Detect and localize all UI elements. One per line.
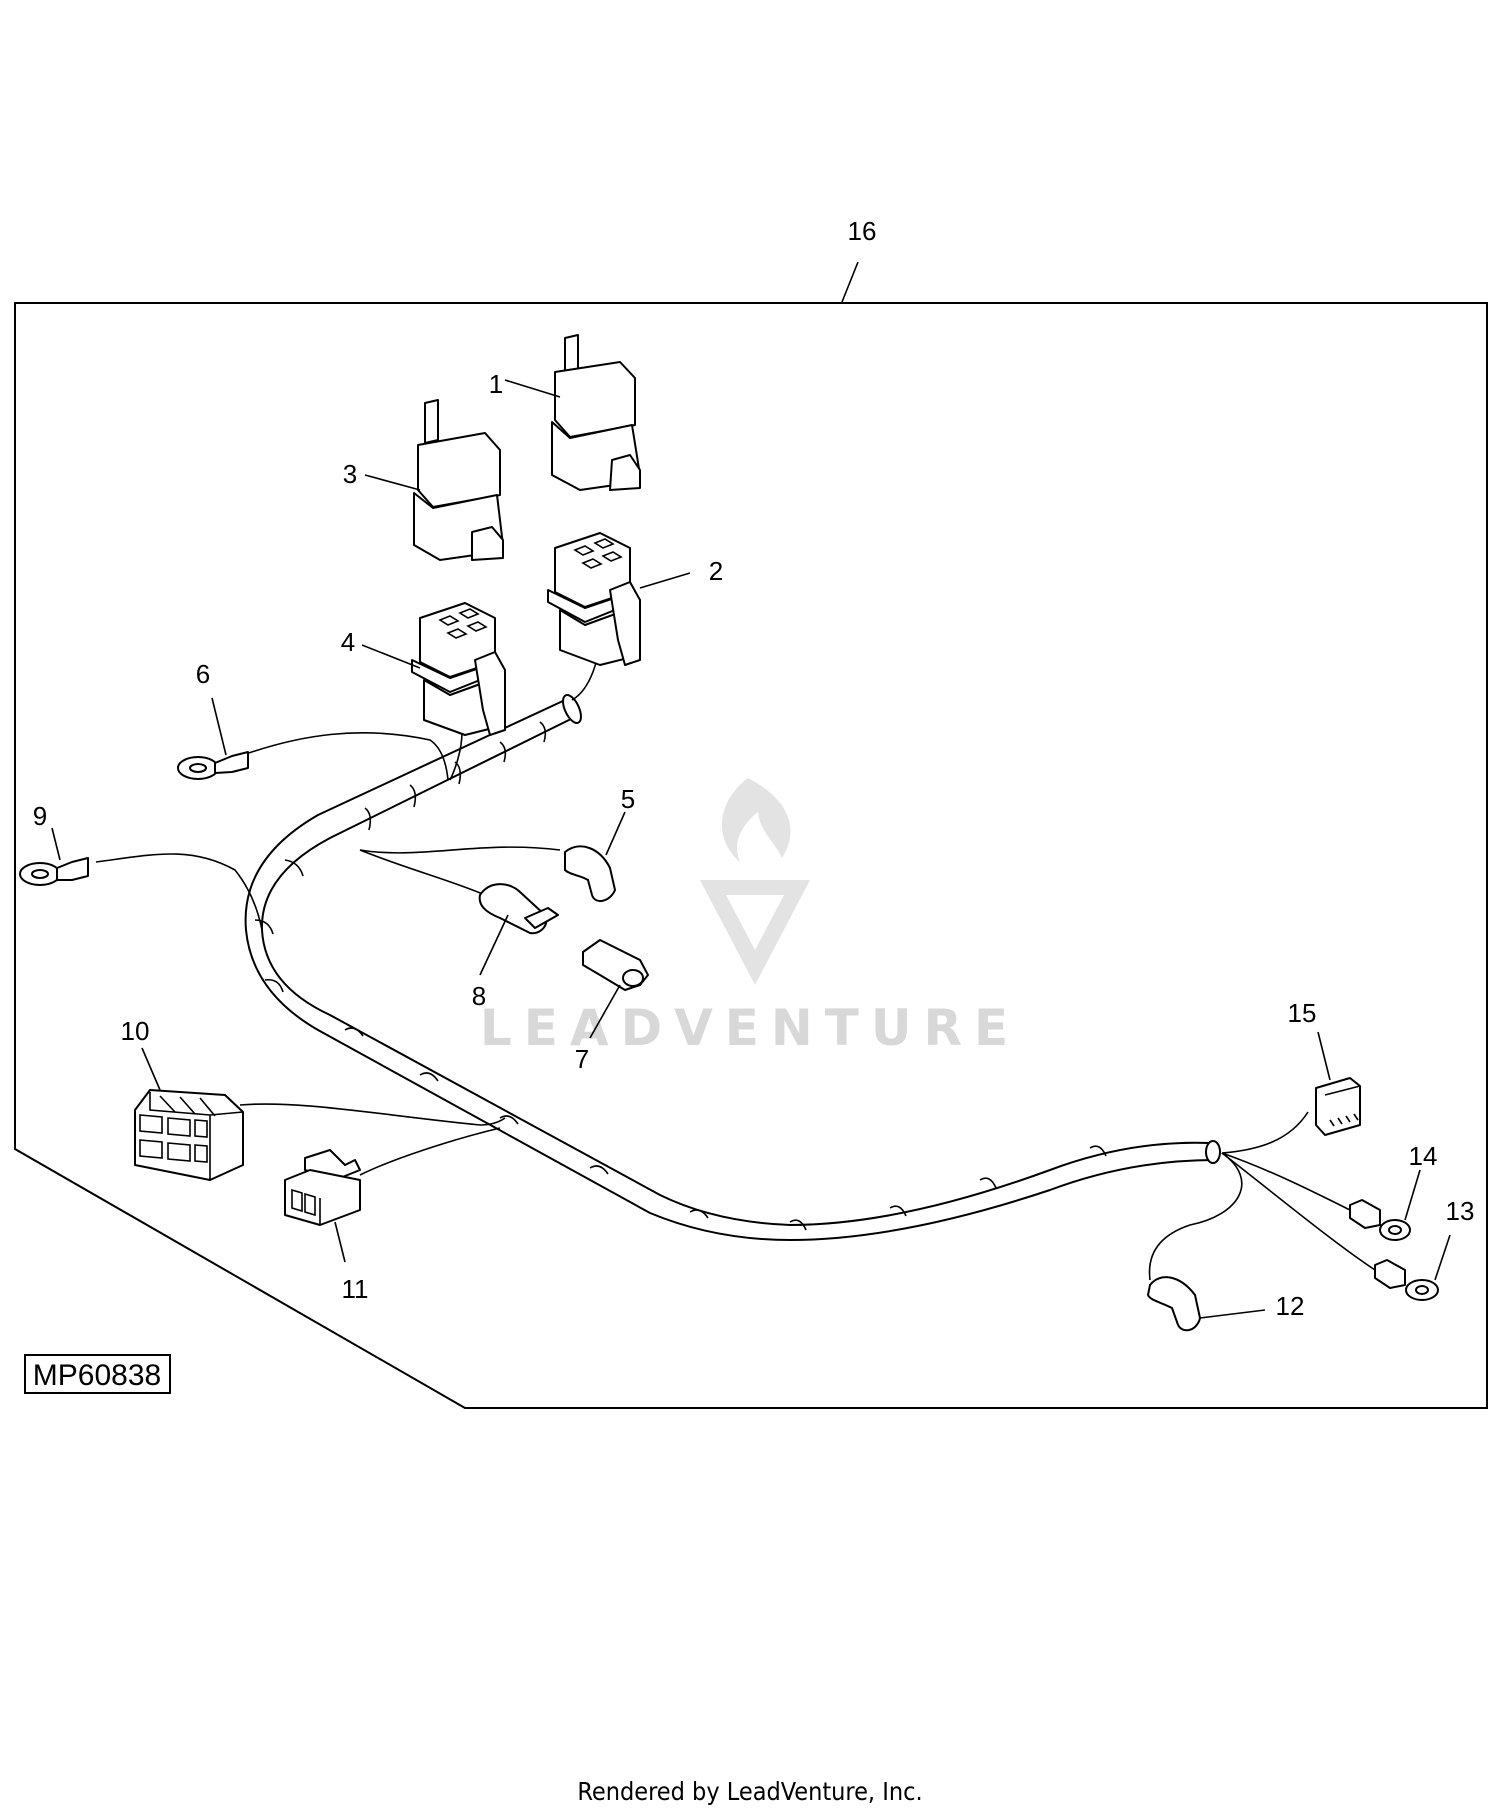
callout-9: 9 [33,801,47,831]
ring-terminal-part-9 [19,857,89,886]
v-mark-watermark-icon [700,880,810,985]
leader-lines [51,261,1451,1319]
harness-border [14,302,1488,1409]
connector-part-2 [547,532,641,666]
ring-terminal-part-6 [177,751,249,780]
connector-part-15 [1315,1077,1361,1136]
connector-part-10 [134,1089,244,1181]
ring-terminal-part-13 [1374,1259,1439,1301]
figure-id-box: MP60838 [24,1354,171,1394]
callout-4: 4 [341,627,355,657]
callout-1: 1 [489,369,503,399]
callout-5: 5 [621,784,635,814]
callout-11: 11 [342,1274,369,1304]
callout-2: 2 [709,556,723,586]
callout-6: 6 [196,659,210,689]
callout-10: 10 [121,1016,150,1046]
callout-3: 3 [343,459,357,489]
ring-terminal-part-14 [1349,1199,1411,1241]
watermark: LEADVENTURE [480,778,1020,1057]
callout-15: 15 [1288,998,1317,1028]
branch-wires [95,621,1376,1281]
relay-part-3 [413,399,504,561]
watermark-text: LEADVENTURE [480,999,1020,1057]
callout-14: 14 [1409,1141,1438,1171]
flame-watermark-icon [721,778,791,862]
callout-13: 13 [1446,1196,1475,1226]
callout-7: 7 [575,1044,589,1074]
connector-part-11 [284,1149,361,1226]
connector-part-4 [411,602,506,736]
footer-credit: Rendered by LeadVenture, Inc. [577,1777,922,1806]
main-harness-trunk [244,694,1221,1242]
boot-part-5 [564,845,616,902]
figure-id: MP60838 [33,1359,161,1392]
boot-part-12 [1147,1276,1201,1332]
callout-16: 16 [848,216,877,246]
terminal-part-8 [478,883,559,935]
terminal-part-7 [582,939,649,991]
relay-part-1 [551,334,641,491]
callout-labels: 1 2 3 4 5 6 7 8 9 10 11 12 13 14 15 16 [33,216,1475,1321]
callout-8: 8 [472,981,486,1011]
callout-12: 12 [1276,1291,1305,1321]
